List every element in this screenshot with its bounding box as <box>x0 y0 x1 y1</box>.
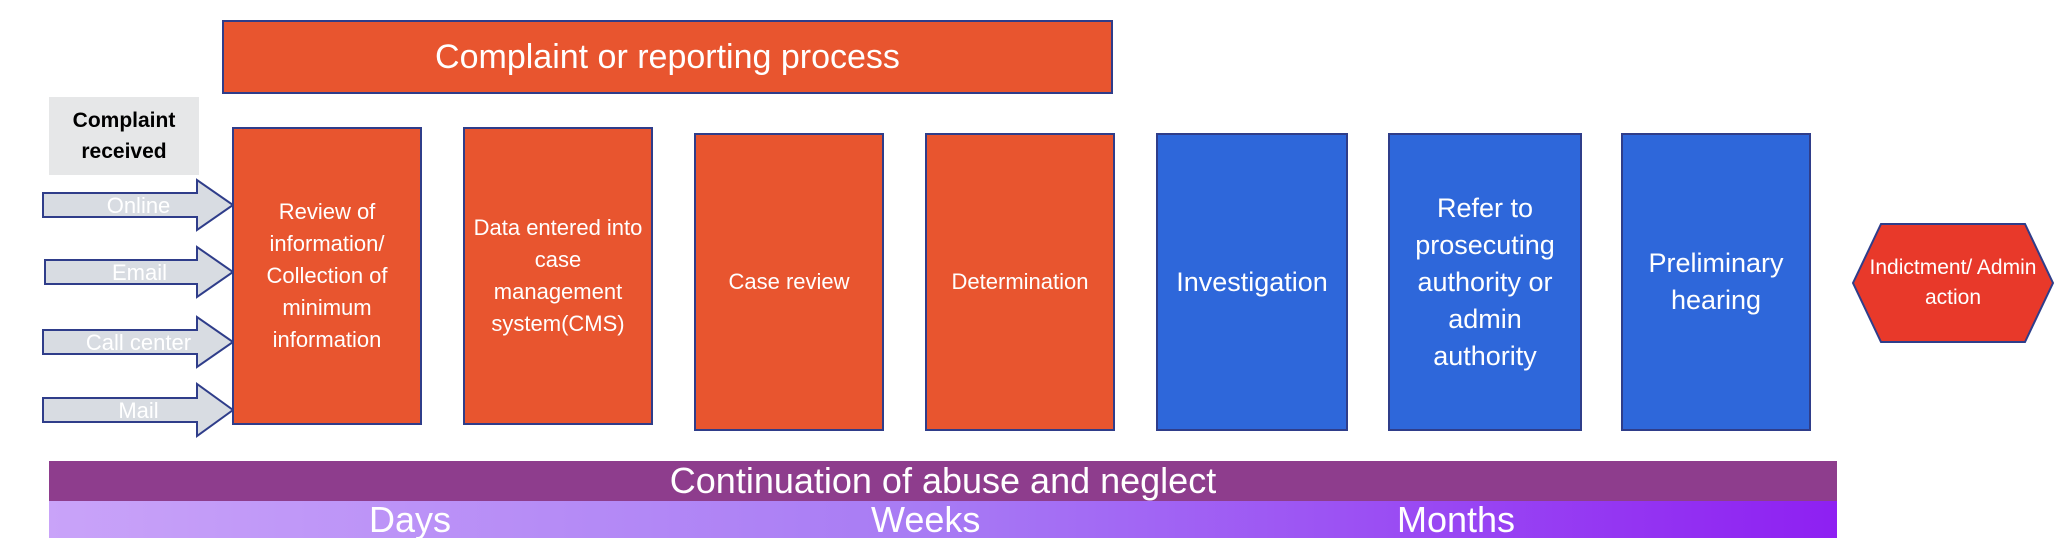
arrow-shape-icon <box>42 315 235 369</box>
outcome-label: Indictment/ Admin action <box>1869 256 2037 309</box>
channel-label: Call center <box>85 329 192 355</box>
arrow-shape-icon <box>42 178 235 232</box>
step-review-information: Review of information/ Collection of min… <box>232 127 422 425</box>
timeline-days: Days <box>369 499 452 540</box>
complaint-received-label: Complaint received <box>49 97 199 175</box>
channel-label: Email <box>111 259 167 285</box>
hexagon-shape-icon <box>1851 223 2055 343</box>
continuation-banner: Continuation of abuse and neglect <box>49 460 1837 501</box>
step-determination: Determination <box>925 133 1115 431</box>
arrow-shape-icon <box>44 245 235 299</box>
process-title: Complaint or reporting process <box>222 20 1113 94</box>
timeline-bar: Days Weeks Months <box>49 501 1837 538</box>
step-refer-prosecuting-authority: Refer to prosecuting authority or admin … <box>1388 133 1582 431</box>
channel-label: Mail <box>118 397 159 423</box>
channel-arrow-email: Email <box>44 245 235 300</box>
timeline-months: Months <box>1397 499 1516 540</box>
step-investigation: Investigation <box>1156 133 1348 431</box>
channel-arrow-online: Online <box>42 178 235 233</box>
arrow-shape-icon <box>42 382 235 438</box>
outcome-indictment-admin-action: Indictment/ Admin action <box>1851 222 2055 344</box>
channel-label: Online <box>106 192 171 218</box>
step-case-review: Case review <box>694 133 884 431</box>
step-preliminary-hearing: Preliminary hearing <box>1621 133 1811 431</box>
timeline-weeks: Weeks <box>871 499 981 540</box>
channel-arrow-mail: Mail <box>42 382 235 439</box>
channel-arrow-call-center: Call center <box>42 315 235 370</box>
step-data-entered-cms: Data entered into case management system… <box>463 127 653 425</box>
